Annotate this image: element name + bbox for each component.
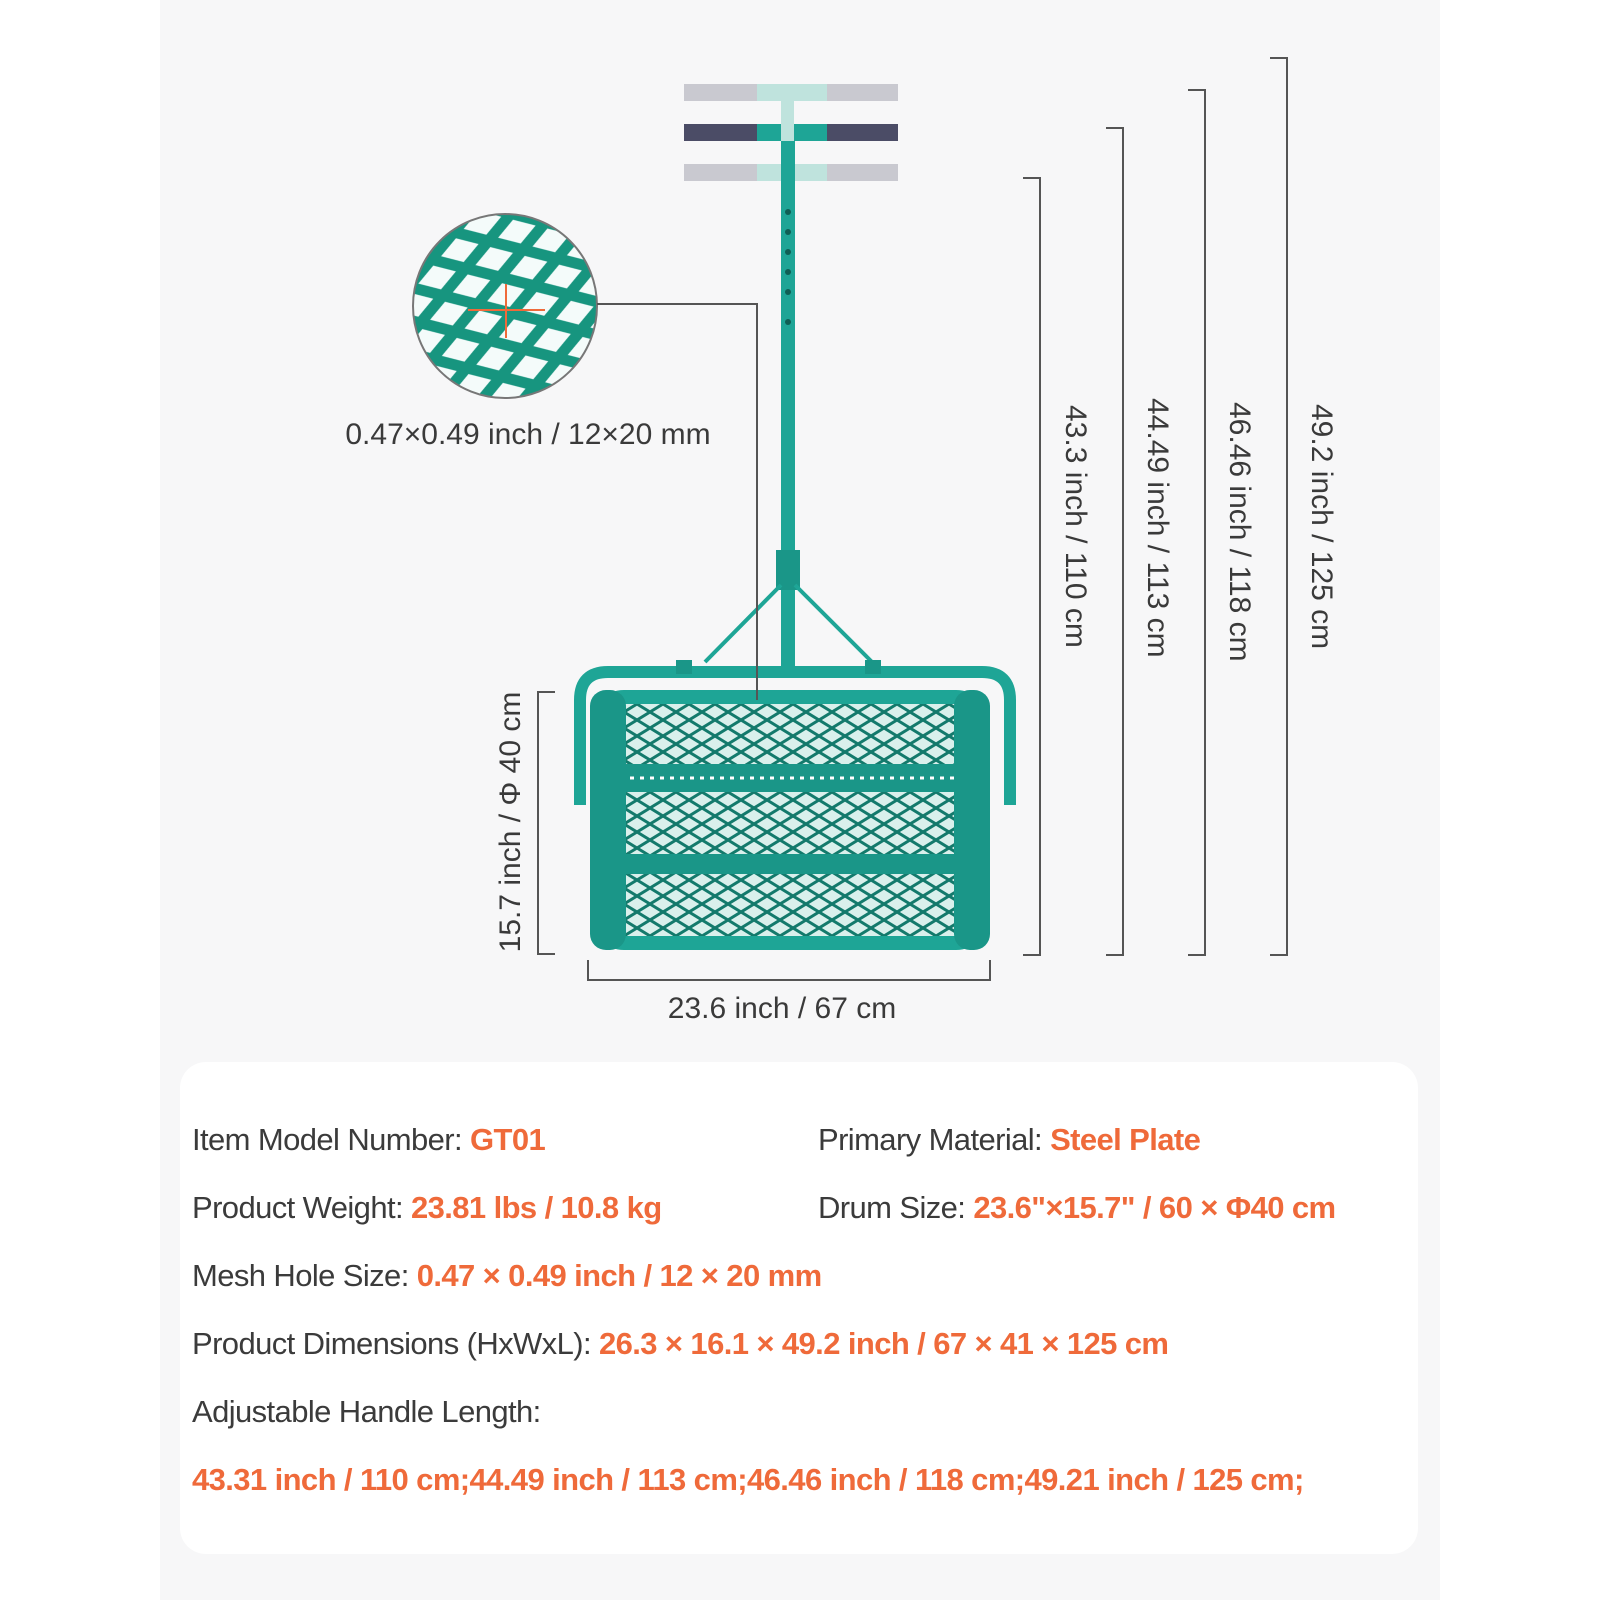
- height-bracket-113: [1106, 127, 1124, 956]
- handle-height-label-3: 46.46 inch / 118 cm: [1223, 402, 1256, 662]
- spec-dimensions-value: 26.3 × 16.1 × 49.2 inch / 67 × 41 × 125 …: [598, 1326, 1169, 1361]
- spec-model: Item Model Number: GT01: [192, 1122, 546, 1157]
- mesh-hole-dimension-label: 0.47×0.49 inch / 12×20 mm: [345, 418, 710, 451]
- mesh-drum: [590, 690, 990, 950]
- spec-handle-length-values: 43.31 inch / 110 cm;44.49 inch / 113 cm;…: [192, 1462, 1304, 1497]
- zoom-leader-line: [597, 303, 758, 700]
- drum-height-bracket: [537, 691, 555, 955]
- spec-mesh-hole-value: 0.47 × 0.49 inch / 12 × 20 mm: [416, 1258, 822, 1293]
- spec-weight: Product Weight: 23.81 lbs / 10.8 kg: [192, 1190, 662, 1225]
- handle-shaft: [781, 141, 795, 666]
- handle-adjust-holes: [785, 209, 791, 325]
- spec-weight-value: 23.81 lbs / 10.8 kg: [411, 1190, 662, 1225]
- handle-height-label-1: 43.3 inch / 110 cm: [1059, 405, 1092, 648]
- spec-model-value: GT01: [470, 1122, 546, 1157]
- height-bracket-110: [1023, 177, 1041, 956]
- spec-mesh-hole: Mesh Hole Size: 0.47 × 0.49 inch / 12 × …: [192, 1258, 822, 1293]
- height-bracket-125: [1270, 57, 1288, 956]
- roller-frame: [574, 666, 1016, 805]
- handle-joint: [776, 550, 800, 590]
- height-bracket-118: [1188, 89, 1206, 956]
- brace-right: [793, 583, 874, 664]
- spec-drum-size: Drum Size: 23.6"×15.7" / 60 × Φ40 cm: [818, 1190, 1336, 1225]
- handle-height-label-4: 49.2 inch / 125 cm: [1305, 404, 1338, 649]
- drum-height-label: 15.7 inch / Φ 40 cm: [494, 692, 527, 953]
- handle-height-label-2: 44.49 inch / 113 cm: [1141, 398, 1174, 658]
- spec-material: Primary Material: Steel Plate: [818, 1122, 1201, 1157]
- spec-material-value: Steel Plate: [1050, 1122, 1201, 1157]
- mesh-zoom-circle: [412, 213, 598, 399]
- brace-left: [703, 583, 783, 664]
- spec-dimensions: Product Dimensions (HxWxL): 26.3 × 16.1 …: [192, 1326, 1169, 1361]
- spec-panel: Item Model Number: GT01 Primary Material…: [180, 1062, 1418, 1554]
- drum-width-bracket: [587, 960, 991, 981]
- drum-width-label: 23.6 inch / 67 cm: [668, 992, 896, 1025]
- spec-drum-size-value: 23.6"×15.7" / 60 × Φ40 cm: [973, 1190, 1336, 1225]
- product-dimension-diagram: 0.47×0.49 inch / 12×20 mm 15.7 inch / Φ …: [345, 57, 1338, 1025]
- spec-handle-length: Adjustable Handle Length:: [192, 1394, 541, 1429]
